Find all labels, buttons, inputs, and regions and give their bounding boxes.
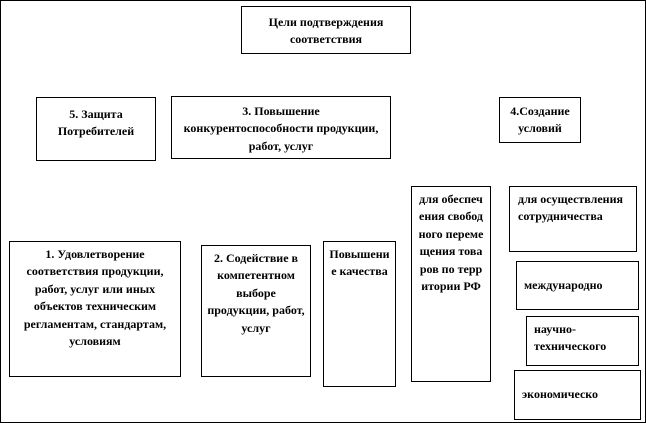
box-international-cooperation: международно (516, 261, 639, 310)
box-consumer-protection: 5. Защита Потребителей (36, 97, 156, 161)
box-economic-cooperation: экономическо (514, 370, 641, 420)
box-goal-title: Цели подтверждения соответствия (241, 6, 411, 54)
box-free-movement-of-goods: для обеспечения свободного перемещения т… (411, 186, 491, 382)
box-create-conditions: 4.Создание условий (499, 97, 581, 143)
box-cooperation: для осуществления сотрудничества (509, 186, 637, 252)
box-scientific-technical-cooperation: научно-технического (526, 316, 639, 366)
box-competitiveness: 3. Повышение конкурентоспособности проду… (171, 96, 391, 159)
box-conformity-to-regulations: 1. Удовлетворение соответствия продукции… (9, 241, 181, 377)
box-quality-improvement: Повышение качества (323, 241, 396, 387)
box-competent-choice: 2. Содействие в компетентном выборе прод… (201, 245, 311, 377)
